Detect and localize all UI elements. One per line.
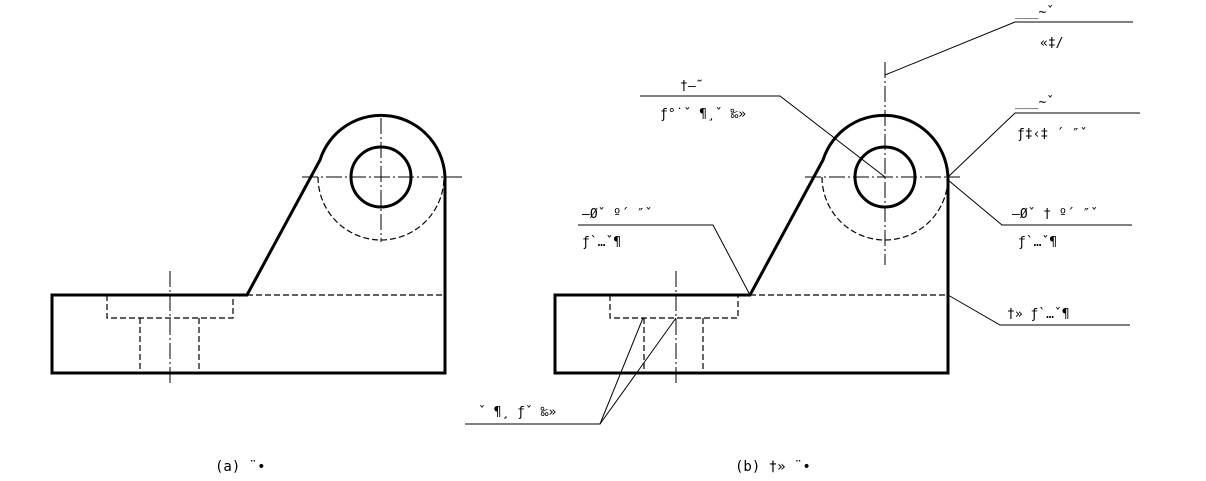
- leader-top-right: [884, 21, 1133, 76]
- view-b-hidden-arc: [821, 176, 949, 241]
- label-right-low-lower: ƒ`…ˇ¶: [1018, 235, 1057, 250]
- label-right-mid-upper: ___~ˇ: [1015, 95, 1054, 110]
- label-left-mid-lower: ƒ`…ˇ¶: [582, 235, 621, 250]
- view-b-through-hole: [643, 318, 704, 373]
- view-a: [50, 113, 462, 383]
- leader-top-left: [640, 95, 886, 178]
- leader-left-mid: [578, 224, 751, 296]
- view-a-outline: [50, 113, 447, 375]
- label-top-right-lower: «‡/: [1040, 36, 1063, 51]
- leader-right-bottom: [947, 294, 1130, 326]
- label-bottom-left: ˇ ¶¸ ƒˇ ‰»: [478, 405, 556, 420]
- leader-right-low: [947, 179, 1132, 226]
- view-b: ___~ˇ «‡/ †—˜ ƒ°˙ˇ ¶¸ˇ ‰» ___~ˇ ƒ‡‹‡ ´ ″…: [465, 5, 1140, 425]
- view-a-hidden-arc: [317, 176, 445, 241]
- label-top-right-upper: ___~ˇ: [1015, 5, 1054, 20]
- label-right-bottom: †» ƒ`…ˇ¶: [1007, 307, 1070, 322]
- caption-b: (b) †» ¨•: [735, 459, 811, 475]
- label-top-left-upper: †—˜: [680, 79, 703, 94]
- label-right-low-upper: —Øˇ † º´ ″ˇ: [1012, 207, 1098, 222]
- annotations: ___~ˇ «‡/ †—˜ ƒ°˙ˇ ¶¸ˇ ‰» ___~ˇ ƒ‡‹‡ ´ ″…: [478, 5, 1098, 420]
- label-right-mid-lower: ƒ‡‹‡ ´ ″ˇ: [1017, 127, 1087, 142]
- label-top-left-lower: ƒ°˙ˇ ¶¸ˇ ‰»: [660, 107, 746, 122]
- view-b-outline: [553, 113, 950, 375]
- leader-bottom-left-b: [599, 317, 677, 425]
- view-b-counterbore: [609, 295, 739, 319]
- leader-right-mid: [947, 112, 1140, 178]
- view-a-counterbore: [106, 295, 234, 319]
- leader-lines: [465, 21, 1140, 425]
- caption-a: (a) ¨•: [215, 459, 266, 475]
- label-left-mid-upper: —Øˇ º´ ″ˇ: [582, 207, 652, 222]
- view-a-through-hole: [139, 318, 200, 373]
